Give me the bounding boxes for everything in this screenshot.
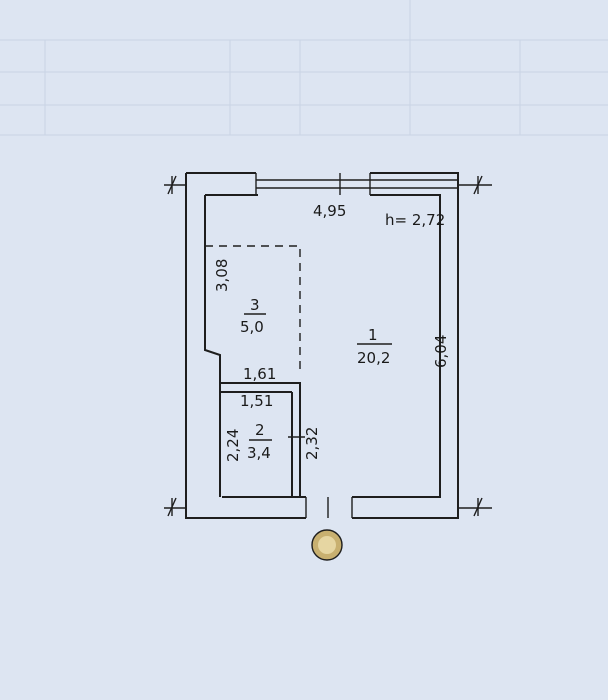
stamp-mark — [311, 529, 343, 561]
left-upper-height-label: 3,08 — [213, 259, 231, 292]
top-width-label: 4,95 — [313, 202, 346, 220]
zone-3-boundary — [205, 245, 301, 370]
room-2-number: 2 — [255, 421, 265, 439]
inner-wall-left — [204, 195, 221, 497]
room-1-number: 1 — [368, 326, 378, 344]
form-grid — [0, 0, 608, 136]
bathroom-walls — [220, 382, 301, 497]
room-1-area: 20,2 — [357, 349, 390, 367]
axis-marks — [164, 175, 492, 517]
room-2-area: 3,4 — [247, 444, 271, 462]
bath-right-height-label: 2,32 — [303, 427, 321, 460]
room-3-number: 3 — [250, 296, 260, 314]
right-height-label: 6,04 — [432, 335, 450, 368]
ceiling-height-label: h= 2,72 — [385, 211, 445, 229]
window-top — [255, 173, 458, 195]
outer-wall — [185, 172, 459, 519]
bath-height-label: 2,24 — [224, 429, 242, 462]
room-3-area: 5,0 — [240, 318, 264, 336]
mid-width-label: 1,61 — [243, 365, 276, 383]
bath-width-label: 1,51 — [240, 392, 273, 410]
entrance-door — [305, 497, 353, 518]
